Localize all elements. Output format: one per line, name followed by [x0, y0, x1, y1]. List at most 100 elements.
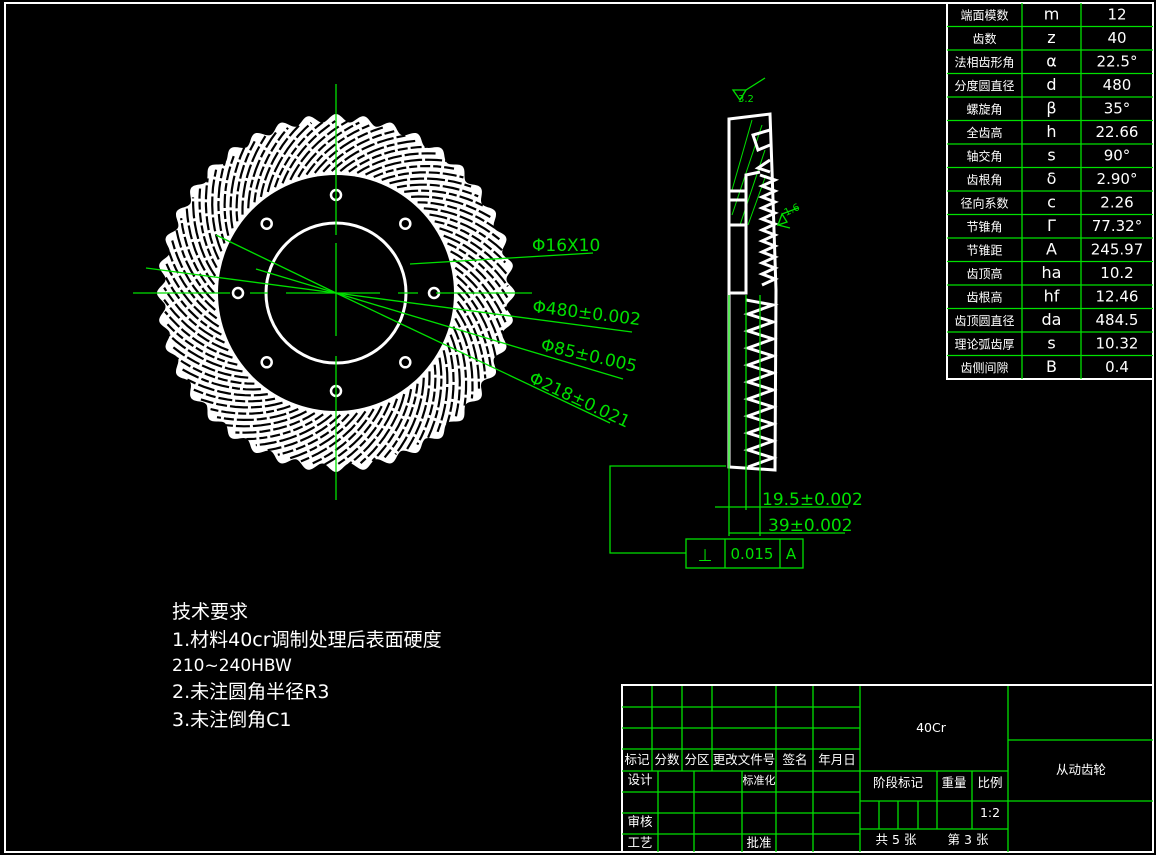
tooth-slot — [204, 178, 220, 260]
tooth-slot — [167, 251, 218, 320]
tooth-slot — [371, 388, 413, 462]
param-value: 484.5 — [1096, 311, 1139, 329]
tooth-slot — [339, 139, 417, 172]
tooth-slot — [165, 263, 220, 328]
param-label: 径向系数 — [960, 196, 1008, 211]
tooth-slot — [394, 377, 425, 456]
drawing-frame — [4, 2, 1154, 853]
roughness-3-2: 3.2 — [738, 94, 754, 105]
tooth-slot — [247, 130, 278, 209]
tooth-slot — [455, 309, 481, 389]
tooth-slot — [383, 383, 419, 459]
tooth-slot — [305, 123, 372, 176]
tooth-slot — [411, 195, 491, 218]
width-dimension-19-5: 19.5±0.002 — [762, 490, 863, 510]
gear-front-view: Φ16X10 Φ480±0.002 Φ85±0.005 Φ218±0.021 — [133, 84, 642, 500]
param-value: 90° — [1104, 147, 1131, 165]
tooth-slot — [389, 177, 472, 188]
gear-teeth-slots — [163, 120, 509, 466]
param-symbol: B — [1046, 357, 1057, 376]
sheets-total: 共 5 张 — [876, 832, 917, 847]
tooth-slot — [450, 250, 509, 311]
bolt-hole — [399, 217, 412, 230]
tooth-slot — [175, 228, 216, 303]
tooth-slot — [164, 310, 233, 359]
tooth-slot — [439, 227, 508, 276]
param-value: 0.4 — [1105, 358, 1129, 376]
header-date: 年月日 — [818, 752, 856, 767]
tooth-slot — [436, 350, 449, 433]
tooth-slot — [300, 410, 367, 463]
param-label: 端面模数 — [960, 8, 1008, 23]
tooth-slot — [373, 164, 456, 179]
param-symbol: m — [1044, 5, 1060, 24]
tooth-slot — [281, 120, 336, 184]
tooth-slot — [454, 266, 505, 335]
tooth-slot — [229, 147, 246, 229]
tooth-slot — [165, 322, 238, 366]
datum-label: A — [786, 545, 797, 563]
param-symbol: hf — [1044, 287, 1060, 306]
tooth-slot — [163, 299, 229, 352]
tooth-slot — [454, 317, 474, 399]
param-value: 480 — [1103, 76, 1132, 94]
design-label: 设计 — [627, 772, 652, 787]
tooth-slot — [171, 240, 216, 311]
param-value: 2.26 — [1100, 194, 1133, 212]
technical-requirements: 技术要求 1.材料40cr调制处理后表面硬度 210~240HBW 2.未注圆角… — [172, 601, 442, 731]
tooth-slot — [241, 135, 267, 215]
param-label: 全齿高 — [966, 125, 1002, 140]
tooth-slot — [457, 292, 492, 368]
tooth-slot — [208, 405, 291, 415]
tech-req-line: 1.材料40cr调制处理后表面硬度 — [172, 629, 442, 651]
tooth-slot — [449, 334, 461, 417]
param-label: 分度圆直径 — [954, 78, 1014, 93]
tooth-slot — [163, 287, 225, 344]
tooth-slot — [347, 398, 399, 466]
perpendicularity-symbol: ⊥ — [698, 546, 713, 566]
tooth-slot — [405, 371, 431, 451]
tooth-slot — [429, 213, 504, 252]
param-value: 245.97 — [1091, 241, 1144, 259]
tooth-slot — [456, 283, 497, 358]
tooth-slot — [253, 127, 289, 203]
param-symbol: β — [1046, 99, 1056, 118]
side-dimension-lines — [609, 77, 848, 569]
tooth-slot — [359, 393, 406, 465]
material: 40Cr — [916, 720, 947, 735]
tooth-slot — [324, 405, 383, 466]
param-symbol: s — [1047, 146, 1055, 165]
tooth-slot — [322, 130, 395, 173]
tooth-slot — [426, 357, 443, 439]
tooth-slot — [381, 171, 464, 181]
bore-dimension: Φ85±0.005 — [539, 335, 639, 377]
param-value: 35° — [1104, 100, 1131, 118]
param-label: 齿数 — [972, 31, 996, 46]
tooth-slot — [266, 414, 342, 452]
tooth-slot — [255, 414, 333, 447]
param-symbol: δ — [1047, 169, 1057, 188]
header-count: 分数 — [654, 752, 680, 767]
tolerance-value: 0.015 — [731, 545, 774, 563]
tooth-slot — [223, 153, 236, 236]
stage-mark-label: 阶段标记 — [873, 775, 924, 790]
tooth-slot — [273, 120, 325, 188]
tooth-slot — [446, 342, 455, 425]
tooth-slot — [186, 378, 268, 397]
tooth-slot — [417, 201, 496, 229]
param-value: 12.46 — [1096, 288, 1139, 306]
param-value: 2.90° — [1097, 170, 1138, 188]
